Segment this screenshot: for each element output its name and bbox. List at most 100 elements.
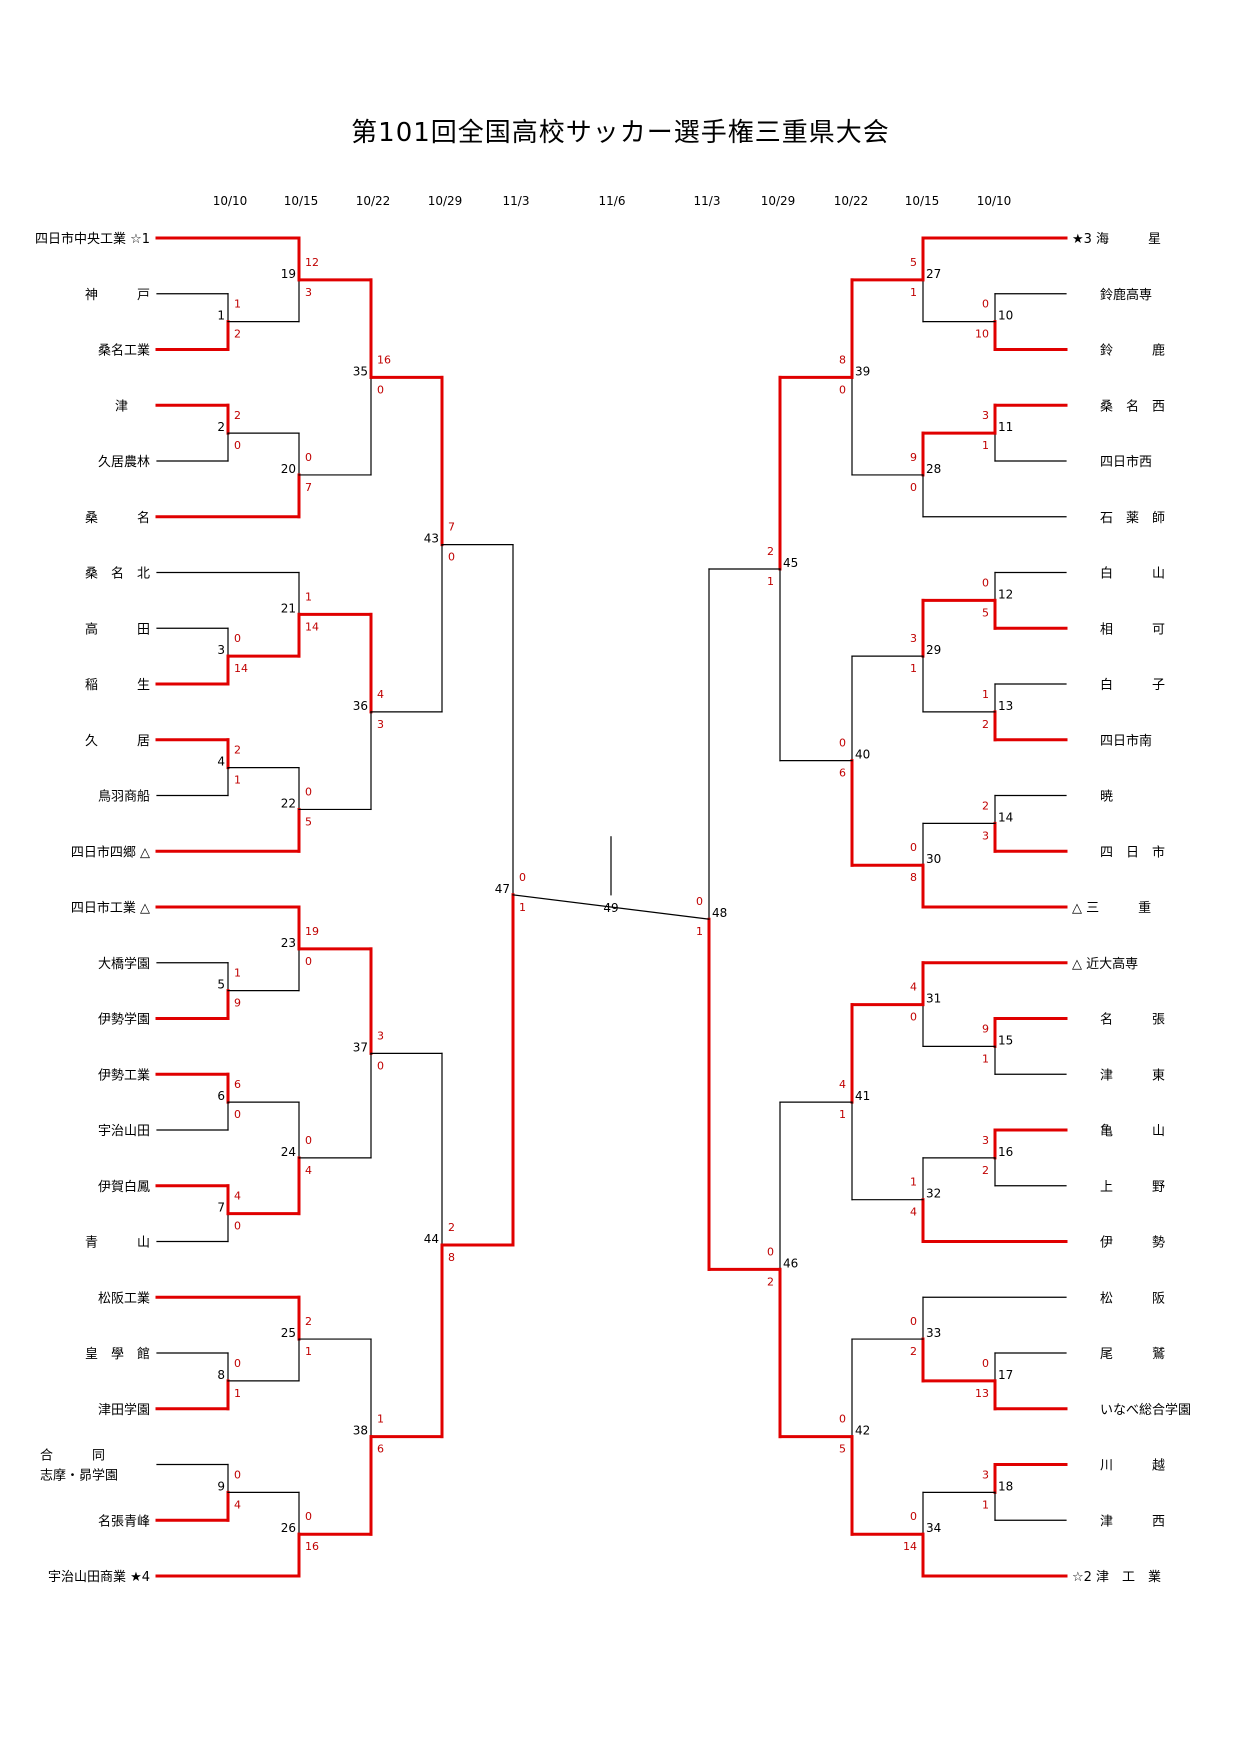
team-name-right: 津 西 bbox=[1100, 1514, 1165, 1529]
score-bottom: 0 bbox=[234, 1220, 241, 1233]
team-name-right: 四日市西 bbox=[1100, 454, 1152, 470]
score-bottom: 0 bbox=[234, 1108, 241, 1121]
match-number: 10 bbox=[998, 309, 1013, 323]
team-name-left: 高 田 bbox=[85, 621, 150, 637]
score-top: 0 bbox=[305, 451, 312, 464]
score-bottom: 0 bbox=[234, 439, 241, 452]
score-top: 4 bbox=[234, 1190, 241, 1203]
score-top: 2 bbox=[448, 1221, 455, 1234]
team-name-right: 鈴 鹿 bbox=[1100, 343, 1165, 359]
score-top: 1 bbox=[305, 590, 312, 603]
match-number: 11 bbox=[998, 420, 1013, 434]
team-name-right: △ 近大高専 bbox=[1072, 956, 1138, 972]
score-top: 2 bbox=[234, 744, 241, 757]
score-top: 7 bbox=[448, 521, 455, 534]
score-top: 0 bbox=[910, 1315, 917, 1328]
score-top: 3 bbox=[982, 1134, 989, 1147]
score-top: 4 bbox=[377, 688, 384, 701]
final-line bbox=[512, 894, 710, 920]
team-name-right: 津 東 bbox=[1100, 1067, 1165, 1083]
score-bottom: 3 bbox=[305, 286, 312, 299]
score-bottom: 7 bbox=[305, 481, 312, 494]
score-bottom: 2 bbox=[982, 1164, 989, 1177]
team-name-left: 神 戸 bbox=[85, 288, 150, 303]
match-number: 29 bbox=[926, 643, 941, 657]
team-name-left: 伊勢工業 bbox=[98, 1067, 150, 1083]
score-top: 0 bbox=[910, 841, 917, 854]
score-top: 2 bbox=[982, 799, 989, 812]
score-top: 19 bbox=[305, 925, 319, 938]
team-name-left: 名張青峰 bbox=[98, 1513, 150, 1529]
match-number: 38 bbox=[353, 1424, 368, 1438]
score-bottom: 8 bbox=[448, 1251, 455, 1264]
score-top: 3 bbox=[982, 409, 989, 422]
team-name-left: 久 居 bbox=[85, 734, 150, 749]
match-number: 4 bbox=[217, 755, 225, 769]
match-number: 43 bbox=[424, 532, 439, 546]
score-top: 0 bbox=[982, 298, 989, 311]
team-name-right: 白 子 bbox=[1100, 677, 1165, 693]
score-bottom: 0 bbox=[448, 551, 455, 564]
team-name-right: 四 日 市 bbox=[1100, 844, 1165, 860]
score-top: 5 bbox=[910, 256, 917, 269]
team-name-left: 皇 學 館 bbox=[85, 1347, 150, 1362]
team-name-left: 青 山 bbox=[85, 1236, 150, 1251]
date-label: 10/22 bbox=[356, 194, 391, 208]
team-name-right: いなべ総合学園 bbox=[1100, 1402, 1191, 1418]
score-bottom: 2 bbox=[767, 1275, 774, 1288]
match-number: 22 bbox=[281, 796, 296, 810]
match-number: 7 bbox=[217, 1201, 225, 1215]
score-bottom: 1 bbox=[982, 1498, 989, 1511]
score-bottom: 1 bbox=[982, 439, 989, 452]
score-bottom: 5 bbox=[305, 815, 312, 828]
match-number: 1 bbox=[217, 309, 225, 323]
score-bottom: 2 bbox=[234, 328, 241, 341]
match-number: 26 bbox=[281, 1521, 296, 1535]
date-label: 11/6 bbox=[599, 194, 626, 208]
score-bottom: 6 bbox=[839, 767, 846, 780]
score-top: 0 bbox=[767, 1245, 774, 1258]
match-number: 44 bbox=[424, 1232, 439, 1246]
score-bottom: 2 bbox=[910, 1345, 917, 1358]
match-number: 5 bbox=[217, 978, 225, 992]
score-bottom: 0 bbox=[377, 1059, 384, 1072]
match-number: 36 bbox=[353, 699, 368, 713]
match-number: 15 bbox=[998, 1033, 1013, 1047]
score-bottom: 1 bbox=[910, 662, 917, 675]
score-top: 0 bbox=[234, 1357, 241, 1370]
score-top: 2 bbox=[305, 1315, 312, 1328]
score-top: 1 bbox=[982, 688, 989, 701]
match-number: 8 bbox=[217, 1368, 225, 1382]
score-bottom: 1 bbox=[234, 1387, 241, 1400]
team-name-left-line2: 志摩・昴学園 bbox=[40, 1468, 118, 1484]
team-name-left: 宇治山田商業 ★4 bbox=[48, 1569, 150, 1585]
team-name-right: 鈴鹿高専 bbox=[1100, 287, 1152, 303]
team-name-right: △ 三 重 bbox=[1072, 900, 1151, 916]
team-name-right: 白 山 bbox=[1100, 566, 1165, 582]
match-number: 33 bbox=[926, 1326, 941, 1340]
team-name-right: ☆2 津 工 業 bbox=[1072, 1569, 1161, 1585]
score-bottom: 1 bbox=[982, 1052, 989, 1065]
score-bottom: 0 bbox=[839, 383, 846, 396]
date-label: 10/29 bbox=[428, 194, 463, 208]
score-bottom: 8 bbox=[910, 871, 917, 884]
score-bottom: 13 bbox=[975, 1387, 989, 1400]
match-number: 3 bbox=[217, 643, 225, 657]
match-number: 47 bbox=[495, 882, 510, 896]
score-top: 0 bbox=[982, 576, 989, 589]
score-bottom: 3 bbox=[982, 829, 989, 842]
team-name-left: 伊賀白鳳 bbox=[98, 1179, 150, 1195]
match-number: 12 bbox=[998, 587, 1013, 601]
score-bottom: 4 bbox=[234, 1498, 241, 1511]
score-bottom: 0 bbox=[377, 383, 384, 396]
match-number: 17 bbox=[998, 1368, 1013, 1382]
score-top: 2 bbox=[767, 545, 774, 558]
score-bottom: 1 bbox=[696, 925, 703, 938]
team-name-right: 石 薬 師 bbox=[1100, 511, 1165, 526]
match-number: 34 bbox=[926, 1521, 941, 1535]
match-number: 35 bbox=[353, 364, 368, 378]
team-name-right: 名 張 bbox=[1100, 1012, 1165, 1028]
match-number: 6 bbox=[217, 1089, 225, 1103]
score-bottom: 10 bbox=[975, 328, 989, 341]
match-number: 24 bbox=[281, 1145, 296, 1159]
